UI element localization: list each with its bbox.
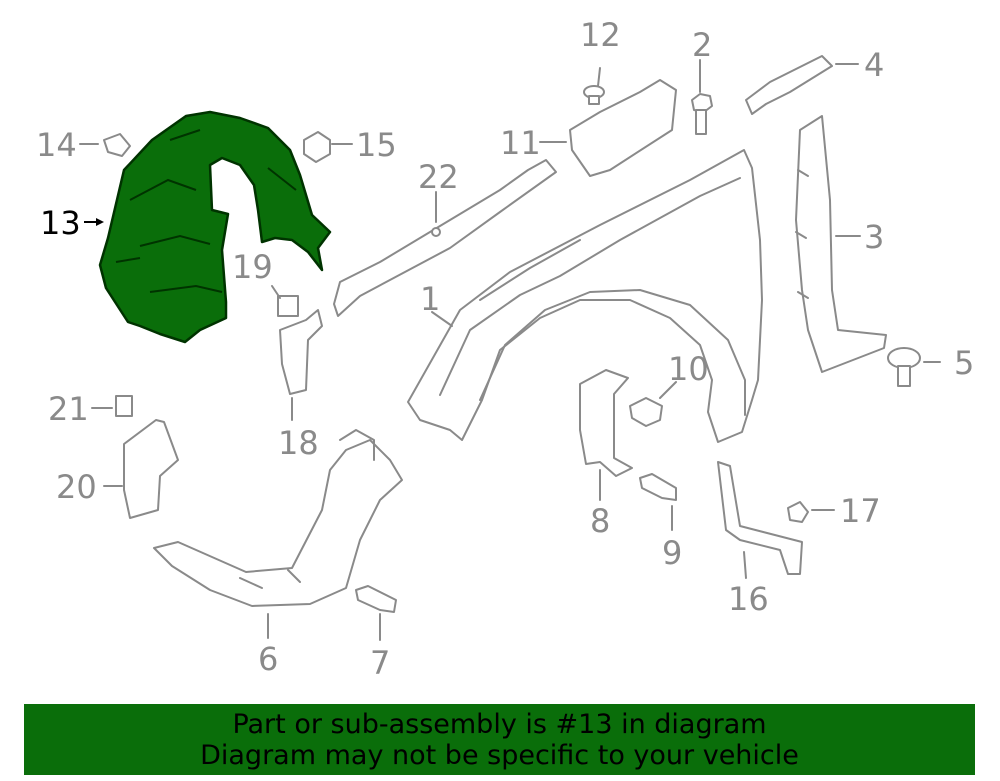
part-16-bracket[interactable] — [717, 461, 803, 575]
part-19-clip[interactable] — [277, 295, 299, 317]
label-3: 3 — [864, 218, 884, 256]
part-12-clip[interactable] — [583, 85, 605, 105]
label-18: 18 — [278, 424, 319, 462]
part-5-clip[interactable] — [887, 347, 921, 387]
label-1: 1 — [420, 280, 440, 318]
label-8: 8 — [590, 502, 610, 540]
label-15: 15 — [356, 126, 397, 164]
part-7-bolt[interactable] — [355, 585, 397, 613]
parts-diagram: 1 2 3 4 5 6 7 8 9 10 11 12 13 14 15 16 1… — [36, 16, 974, 682]
label-6: 6 — [258, 640, 278, 678]
banner-line-1: Part or sub-assembly is #13 in diagram — [232, 709, 767, 740]
part-8-bracket[interactable] — [579, 369, 633, 477]
part-1-fender[interactable] — [407, 149, 763, 443]
part-21-clip[interactable] — [115, 395, 133, 417]
part-17-clip[interactable] — [787, 501, 809, 523]
part-22-rail[interactable] — [333, 159, 557, 317]
label-17: 17 — [840, 492, 881, 530]
label-16: 16 — [728, 580, 769, 618]
part-15-nut[interactable] — [303, 131, 331, 163]
label-10: 10 — [668, 350, 709, 388]
part-14-clip[interactable] — [103, 133, 131, 157]
label-22: 22 — [418, 158, 459, 196]
part-3-seal[interactable] — [795, 115, 887, 373]
part-11-panel[interactable] — [569, 79, 677, 177]
part-18-bracket[interactable] — [279, 309, 323, 395]
leader-lines — [79, 59, 941, 641]
part-10-nut[interactable] — [629, 397, 663, 427]
label-9: 9 — [662, 534, 682, 572]
label-12: 12 — [580, 16, 621, 54]
label-11: 11 — [500, 124, 541, 162]
label-5: 5 — [954, 344, 974, 382]
label-2: 2 — [692, 26, 712, 64]
label-7: 7 — [370, 644, 390, 682]
label-21: 21 — [48, 390, 89, 428]
label-20: 20 — [56, 468, 97, 506]
part-9-bolt[interactable] — [639, 473, 677, 501]
part-13-fender-liner[interactable] — [98, 110, 332, 344]
part-20-bracket[interactable] — [123, 419, 179, 519]
label-14: 14 — [36, 126, 77, 164]
banner-line-2: Diagram may not be specific to your vehi… — [200, 740, 799, 771]
label-19: 19 — [232, 248, 273, 286]
label-4: 4 — [864, 46, 884, 84]
part-6-support[interactable] — [153, 429, 403, 607]
highlight-banner: Part or sub-assembly is #13 in diagram D… — [24, 704, 975, 775]
part-2-bolt[interactable] — [691, 93, 713, 135]
part-4-bracket[interactable] — [745, 55, 833, 115]
label-13: 13 — [40, 204, 81, 242]
